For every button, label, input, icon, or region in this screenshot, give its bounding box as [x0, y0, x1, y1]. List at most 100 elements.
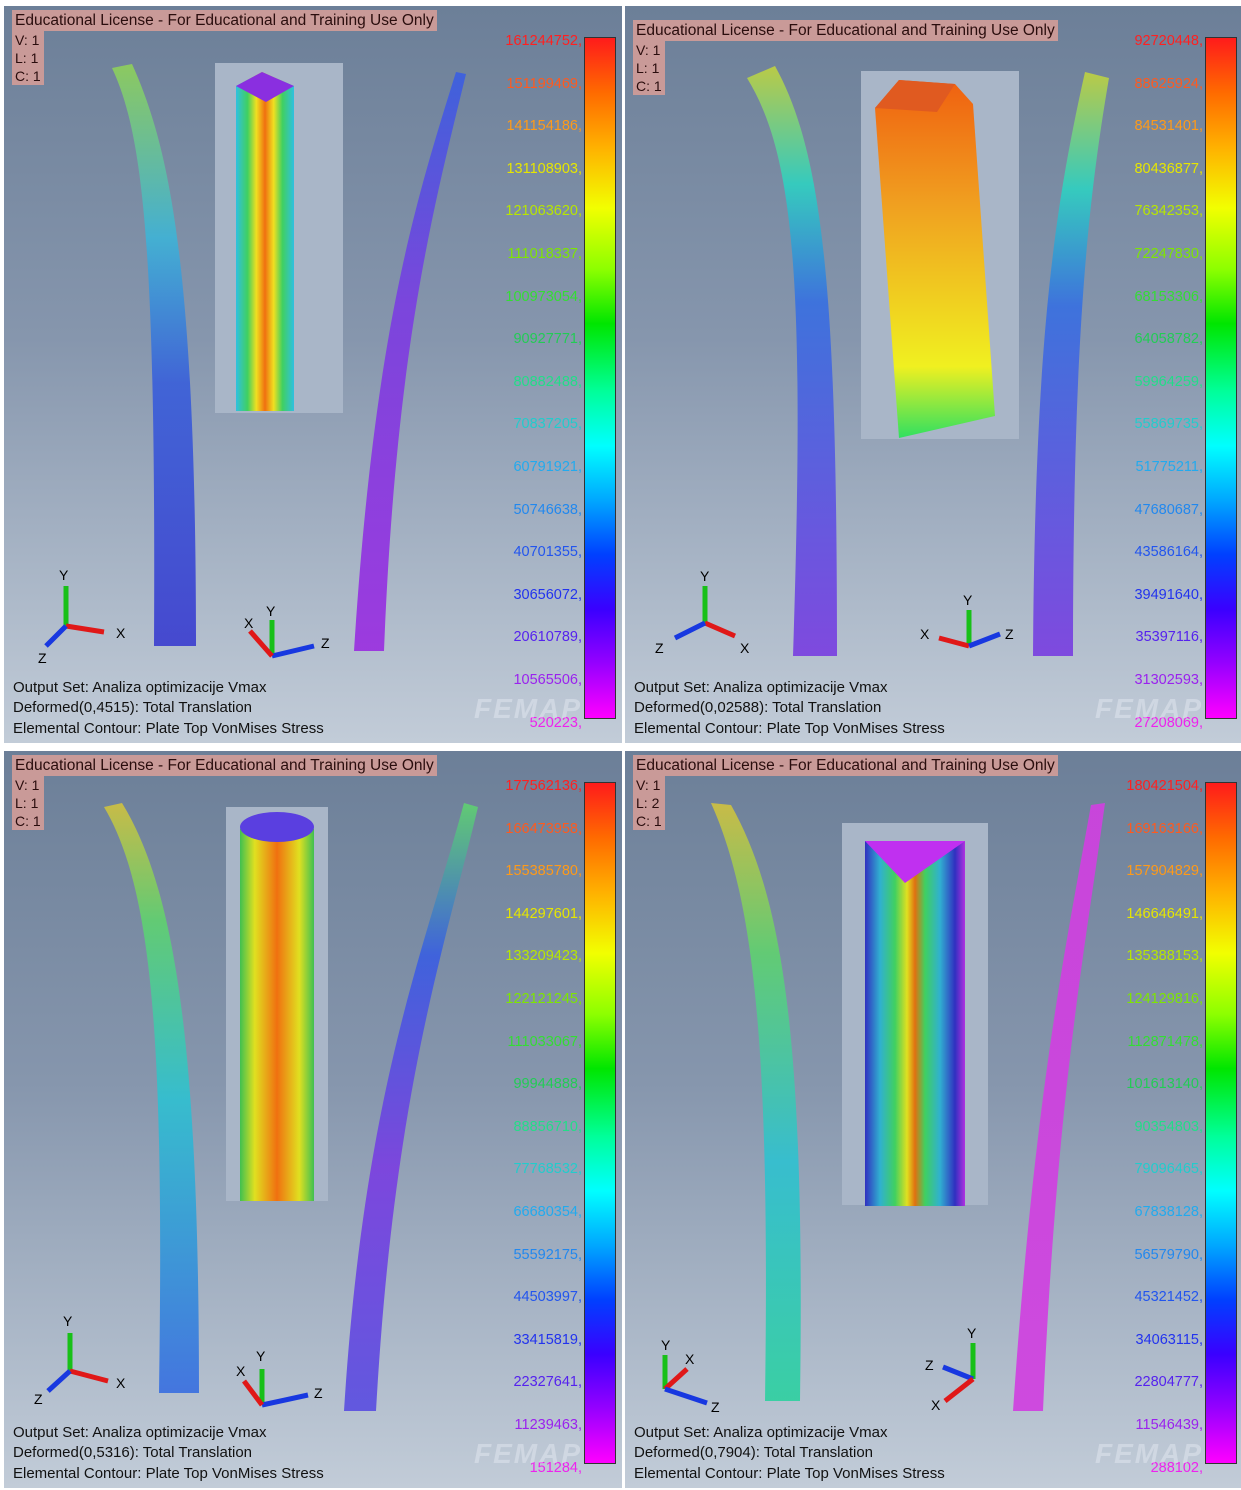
legend-value: 10565506, — [513, 672, 582, 688]
axis-x-label: X — [740, 640, 750, 656]
color-scale-bar — [584, 37, 616, 719]
viewport-panel-4[interactable]: Educational License - For Educational an… — [625, 751, 1241, 1488]
legend-value: 166473958, — [505, 820, 582, 837]
legend-value: 80882488, — [513, 373, 582, 390]
axis-y-label: Y — [967, 1325, 977, 1341]
legend-value: 90354803, — [1134, 1118, 1203, 1135]
legend-value: 45321452, — [1134, 1289, 1203, 1306]
legend-value: 133209423, — [505, 948, 582, 965]
triad-left — [46, 1333, 109, 1393]
output-set-text: Output Set: Analiza optimizacije Vmax — [634, 678, 888, 696]
model-scene[interactable] — [625, 6, 1241, 743]
model-scene[interactable] — [625, 751, 1241, 1488]
legend-value: 33415819, — [513, 1331, 582, 1348]
triad-left — [44, 586, 105, 648]
view-layer-case: V: 1 L: 1 C: 1 — [12, 776, 44, 830]
legend-value: 76342353, — [1134, 203, 1203, 220]
result-info: Output Set: Analiza optimizacije Vmax De… — [13, 1423, 324, 1485]
axis-y-label: Y — [59, 567, 69, 583]
triad-left — [673, 586, 736, 641]
stress-legend: 161244752,151199469,141154186,131108903,… — [478, 10, 618, 731]
legend-value: 101613140, — [1126, 1076, 1203, 1093]
axis-z-label: Z — [38, 650, 47, 666]
legend-value: 146646491, — [1126, 905, 1203, 922]
axis-z-label: Z — [314, 1385, 323, 1401]
legend-value: 40701355, — [513, 544, 582, 561]
legend-value: 151199469, — [506, 75, 582, 92]
legend-value: 11546439, — [1135, 1417, 1203, 1433]
viewport-panel-3[interactable]: Educational License - For Educational an… — [4, 751, 622, 1488]
axis-x-label: X — [244, 615, 254, 631]
contour-text: Elemental Contour: Plate Top VonMises St… — [13, 1464, 324, 1482]
inset-opening — [240, 812, 314, 842]
model-scene[interactable] — [4, 751, 622, 1488]
model-scene[interactable] — [4, 6, 622, 743]
triad-left — [662, 1355, 708, 1406]
legend-value: 50746638, — [513, 501, 582, 518]
legend-value: 111018337, — [507, 246, 582, 262]
inset-section — [865, 841, 965, 1206]
legend-value: 43586164, — [1134, 544, 1203, 561]
triad-right — [938, 610, 1001, 649]
legend-value: 180421504, — [1126, 778, 1203, 794]
legend-value: 67838128, — [1134, 1204, 1203, 1220]
left-column — [711, 803, 801, 1401]
view-label: V: 1 — [15, 32, 40, 48]
viewport-panel-2[interactable]: Educational License - For Educational an… — [625, 6, 1241, 743]
legend-value: 20610789, — [513, 629, 582, 646]
axis-z-label: Z — [34, 1391, 43, 1407]
legend-value: 520223, — [529, 714, 582, 731]
femap-watermark: FEMAP — [474, 693, 582, 724]
layer-label: L: 1 — [15, 795, 39, 811]
inset-opening — [236, 72, 294, 102]
case-label: C: 1 — [15, 68, 41, 84]
view-layer-case: V: 1 L: 1 C: 1 — [12, 31, 44, 85]
deformed-text: Deformed(0,02588): Total Translation — [634, 699, 882, 716]
deformed-text: Deformed(0,5316): Total Translation — [13, 1444, 253, 1461]
legend-value: 112871478, — [1127, 1033, 1203, 1050]
legend-value: 169163166, — [1126, 820, 1203, 837]
legend-value: 70837205, — [513, 416, 582, 433]
output-set-text: Output Set: Analiza optimizacije Vmax — [634, 1423, 888, 1441]
legend-value: 56579790, — [1134, 1246, 1203, 1263]
legend-value: 151284, — [529, 1459, 582, 1476]
license-banner: Educational License - For Educational an… — [633, 755, 1058, 776]
legend-value: 11239463, — [514, 1417, 582, 1433]
output-set-text: Output Set: Analiza optimizacije Vmax — [13, 678, 267, 696]
legend-value: 100973054, — [505, 288, 582, 305]
triad-right — [248, 620, 315, 659]
left-column — [104, 803, 199, 1393]
left-column — [747, 66, 837, 656]
legend-value: 22327641, — [513, 1374, 582, 1391]
legend-value: 111033067, — [507, 1033, 582, 1050]
license-banner: Educational License - For Educational an… — [12, 755, 437, 776]
axis-z-label: Z — [711, 1399, 720, 1415]
legend-value: 84531401, — [1134, 118, 1203, 135]
axis-x-label: X — [116, 625, 126, 641]
legend-value: 55869735, — [1134, 416, 1203, 433]
inset-section — [875, 80, 995, 438]
legend-value: 59964259, — [1134, 373, 1203, 390]
legend-value: 161244752, — [505, 33, 582, 49]
output-set-text: Output Set: Analiza optimizacije Vmax — [13, 1423, 267, 1441]
legend-value: 131108903, — [506, 160, 582, 177]
view-label: V: 1 — [15, 777, 40, 793]
legend-value: 66680354, — [513, 1204, 582, 1220]
axis-x-label: X — [685, 1351, 695, 1367]
axis-x-label: X — [236, 1363, 246, 1379]
inset-opening — [865, 841, 965, 883]
axis-y-label: Y — [63, 1313, 73, 1329]
case-label: C: 1 — [15, 813, 41, 829]
axis-y-label: Y — [963, 592, 973, 608]
legend-value: 55592175, — [513, 1246, 582, 1263]
axis-y-label: Y — [266, 603, 276, 619]
legend-value: 288102, — [1150, 1459, 1203, 1476]
legend-value: 77768532, — [513, 1161, 582, 1178]
legend-value: 35397116, — [1135, 629, 1203, 646]
license-banner: Educational License - For Educational an… — [633, 20, 1058, 41]
legend-value: 64058782, — [1134, 331, 1203, 348]
stress-legend: 180421504,169163166,157904829,146646491,… — [1099, 755, 1239, 1476]
viewport-panel-1[interactable]: Educational License - For Educational an… — [4, 6, 622, 743]
right-column — [1013, 803, 1105, 1411]
